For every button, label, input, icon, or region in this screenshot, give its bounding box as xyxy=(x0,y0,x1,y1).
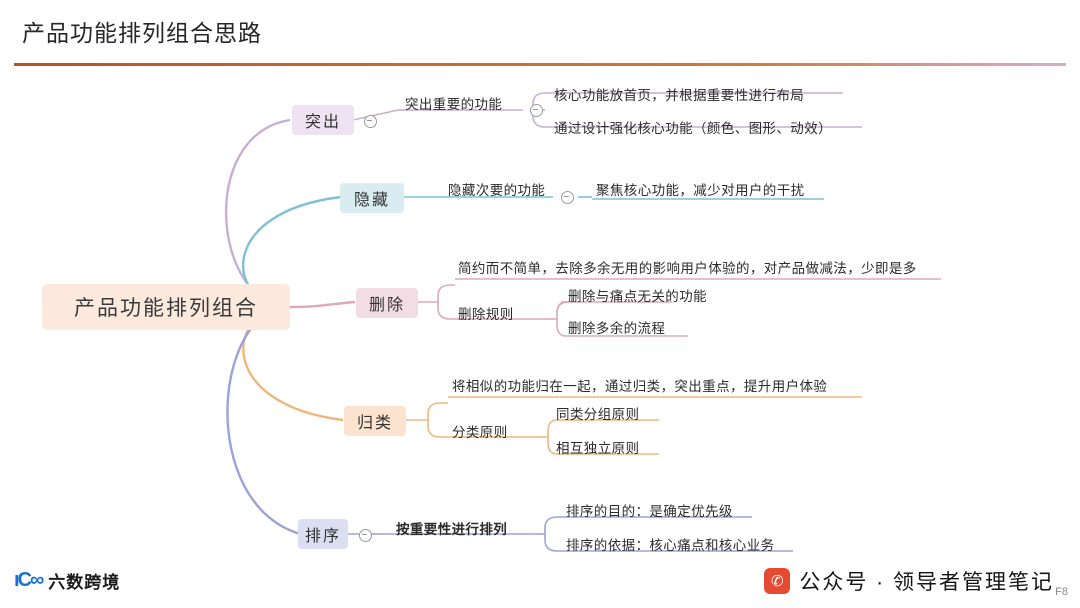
branch-node-paixu[interactable]: 排序 xyxy=(298,519,348,549)
level3-label-paixu-0-0: 排序的目的：是确定优先级 xyxy=(566,504,733,519)
branch-label-tuchu: 突出 xyxy=(304,114,341,131)
level3-label-tuchu-0-1: 通过设计强化核心功能（颜色、图形、动效） xyxy=(554,121,832,136)
level3-label-shanchu-1-0: 删除与痛点无关的功能 xyxy=(568,289,707,304)
level3-label-yincang-0-0: 聚焦核心功能，减少对用户的干扰 xyxy=(596,183,805,198)
logo-icon: ıC∞ xyxy=(14,569,44,591)
collapse-marker-yincang-l2[interactable] xyxy=(561,191,574,204)
footer-logo: ıC∞ 六数跨境 xyxy=(14,568,120,593)
footer-brand-text: 公众号 · 领导者管理笔记 xyxy=(799,571,1054,594)
footer-brand-group: ✆ 公众号 · 领导者管理笔记 xyxy=(764,566,1054,596)
root-label: 产品功能排列组合 xyxy=(74,297,258,320)
level2-label-yincang-0: 隐藏次要的功能 xyxy=(448,183,546,198)
branch-node-tuchu[interactable]: 突出 xyxy=(292,105,354,135)
level3-label-shanchu-1-1: 删除多余的流程 xyxy=(568,321,666,336)
level3-label-guilei-1-0: 同类分组原则 xyxy=(556,407,640,422)
mindmap-root-node[interactable]: 产品功能排列组合 xyxy=(42,284,290,330)
level2-label-shanchu-0: 简约而不简单，去除多余无用的影响用户体验的，对产品做减法，少即是多 xyxy=(458,261,917,276)
level2-label-guilei-0: 将相似的功能归在一起，通过归类，突出重点，提升用户体验 xyxy=(452,379,828,394)
logo-text: 六数跨境 xyxy=(48,573,121,592)
level2-label-tuchu-0: 突出重要的功能 xyxy=(405,97,503,112)
wechat-icon: ✆ xyxy=(764,568,791,594)
level3-label-guilei-1-1: 相互独立原则 xyxy=(556,441,640,456)
collapse-marker-paixu[interactable] xyxy=(359,529,372,542)
branch-label-paixu: 排序 xyxy=(304,528,341,545)
branch-node-shanchu[interactable]: 删除 xyxy=(356,288,418,318)
branch-node-guilei[interactable]: 归类 xyxy=(344,406,406,436)
collapse-marker-tuchu-l2[interactable] xyxy=(530,104,543,117)
level2-label-shanchu-1: 删除规则 xyxy=(458,307,514,322)
collapse-marker-tuchu[interactable] xyxy=(364,115,377,128)
level3-label-tuchu-0-0: 核心功能放首页，并根据重要性进行布局 xyxy=(554,88,805,103)
branch-label-guilei: 归类 xyxy=(356,415,393,432)
page-title: 产品功能排列组合思路 xyxy=(22,20,262,46)
level3-label-paixu-0-1: 排序的依据：核心痛点和核心业务 xyxy=(566,538,775,553)
level2-label-guilei-1: 分类原则 xyxy=(452,425,508,440)
branch-label-shanchu: 删除 xyxy=(368,297,405,314)
level2-label-paixu-0: 按重要性进行排列 xyxy=(396,522,508,537)
branch-label-yincang: 隐藏 xyxy=(353,192,390,209)
title-divider xyxy=(14,63,1066,66)
page-number: F8 xyxy=(1055,586,1068,598)
branch-node-yincang[interactable]: 隐藏 xyxy=(340,183,404,213)
